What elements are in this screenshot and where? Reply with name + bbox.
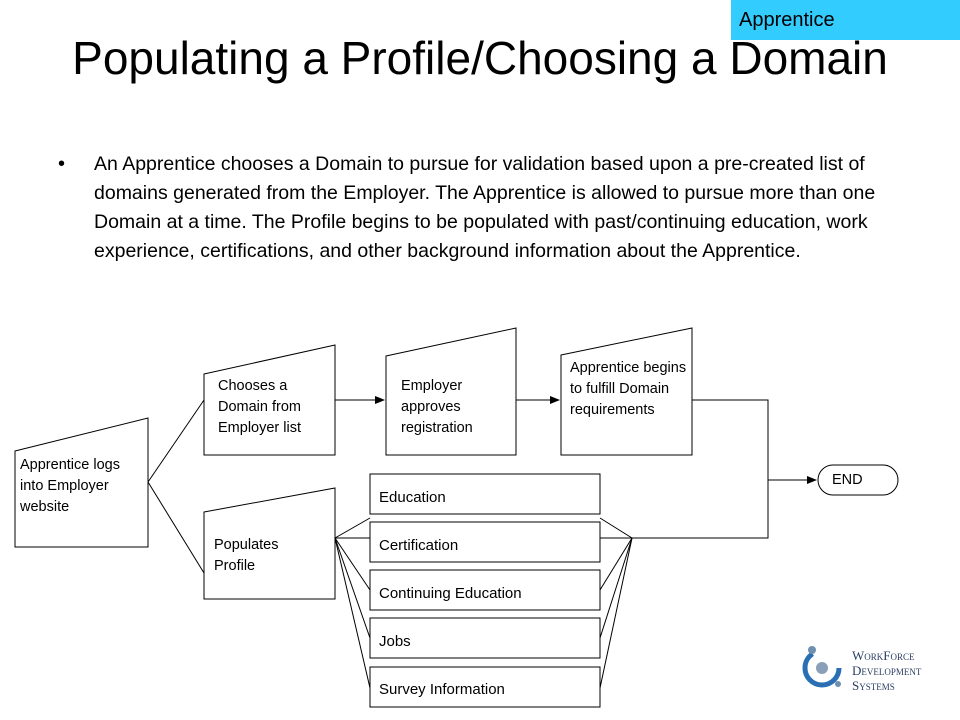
profile-to-end-line — [632, 480, 769, 539]
choose-node-label: Chooses a Domain from Employer list — [218, 378, 301, 436]
bullet-text: An Apprentice chooses a Domain to pursue… — [94, 153, 876, 262]
fulfill-to-end-line — [692, 399, 769, 480]
populate-node-shape — [203, 487, 336, 600]
profile-item-education: Education — [379, 489, 446, 506]
profile-item-jobs: Jobs — [379, 633, 411, 650]
profile-item-box — [369, 617, 601, 659]
start-to-choose-line — [147, 399, 205, 483]
logo-line2: Development — [852, 663, 922, 678]
slide-title: Populating a Profile/Choosing a Domain — [72, 32, 888, 84]
fan-left-survey — [334, 537, 371, 689]
profile-item-certification: Certification — [379, 537, 459, 554]
profile-item-continuing-education: Continuing Education — [379, 585, 522, 602]
logo-icon — [802, 646, 842, 688]
choose-node-shape — [203, 344, 336, 456]
start-node-shape — [14, 417, 149, 548]
fan-right-survey — [599, 537, 633, 689]
logo-text: WorkForce Development Systems — [852, 648, 952, 693]
apprentice-tag: Apprentice — [731, 0, 960, 40]
profile-item-box — [369, 666, 601, 708]
start-node-label: Apprentice logs into Employer website — [20, 457, 120, 515]
end-node-shape — [817, 464, 899, 496]
profile-item-survey-information: Survey Information — [379, 681, 505, 698]
profile-item-box — [369, 521, 601, 563]
profile-item-box — [369, 569, 601, 611]
start-to-populate-line — [147, 481, 205, 574]
logo-line3: Systems — [852, 678, 895, 693]
logo-line1: WorkForce — [852, 648, 915, 663]
fan-right-jobs — [599, 537, 633, 639]
fan-left-continuing — [334, 537, 371, 591]
profile-item-box — [369, 473, 601, 515]
approve-node-shape — [385, 327, 517, 456]
populate-node-label: Populates Profile — [214, 537, 279, 574]
fan-left-jobs — [334, 537, 371, 639]
bullet-marker: • — [58, 153, 66, 175]
fan-left-education — [334, 517, 371, 539]
fulfill-node-label: Apprentice begins to fulfill Domain requ… — [570, 360, 687, 418]
fan-right-continuing — [599, 537, 633, 591]
approve-node-label: Employer approves registration — [401, 378, 473, 436]
fulfill-node-shape — [560, 327, 693, 456]
fan-right-education — [599, 517, 633, 539]
end-node-label: END — [832, 472, 863, 488]
